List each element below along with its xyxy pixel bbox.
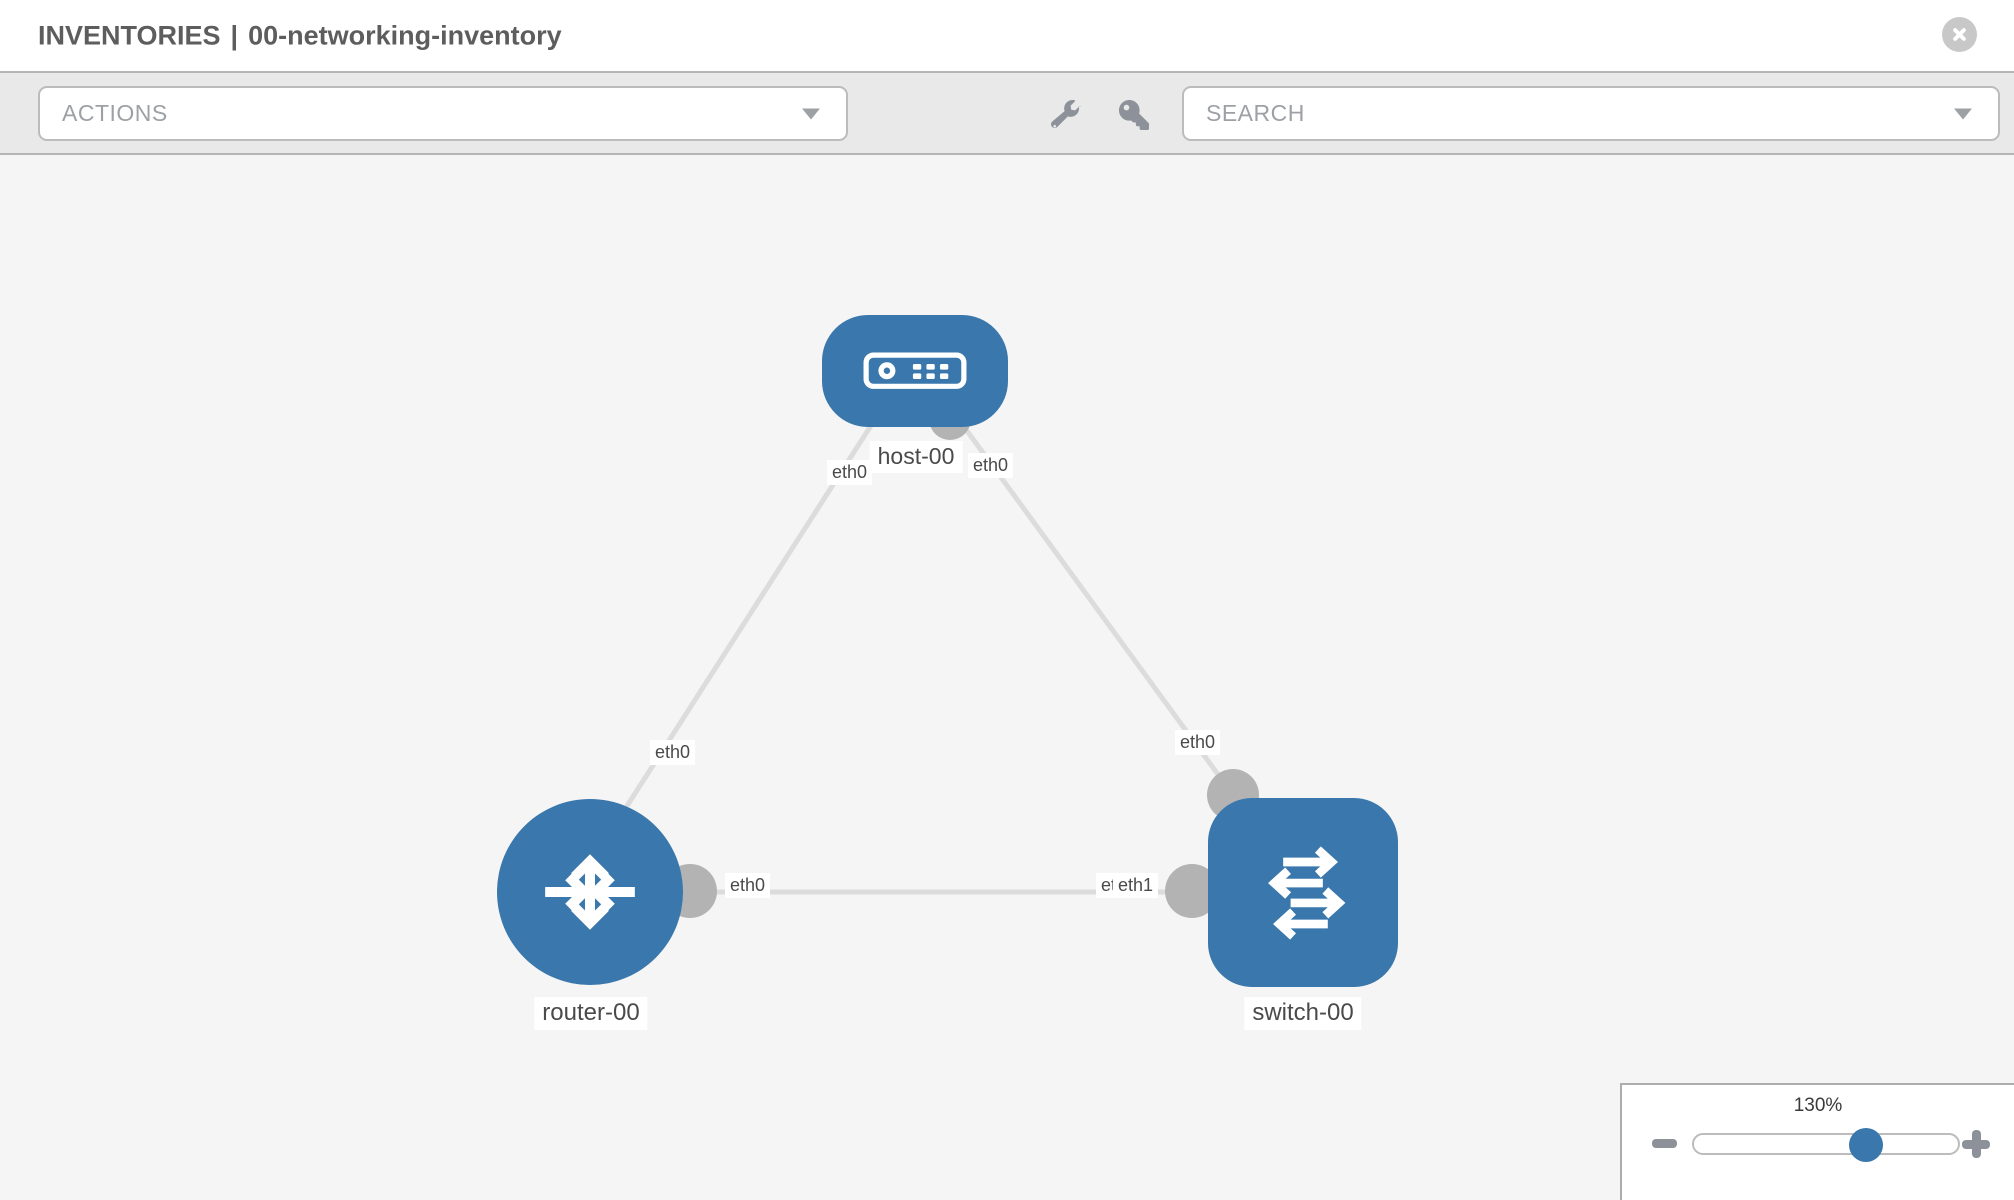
interface-label: eth0: [968, 453, 1014, 478]
interface-label: eth0: [650, 740, 696, 765]
topology-canvas[interactable]: eth0 eth0 eth0 eth0 eth0 eth0 eth1 host-…: [0, 155, 2014, 1200]
chevron-down-icon: [1954, 108, 1972, 119]
interface-dot-switch-left[interactable]: [1165, 864, 1219, 918]
node-label-host: host-00: [869, 441, 963, 473]
zoom-out-icon[interactable]: [1652, 1139, 1677, 1148]
actions-dropdown-label: ACTIONS: [62, 100, 168, 126]
page-title-separator: |: [230, 20, 239, 50]
close-button[interactable]: [1942, 17, 1977, 52]
zoom-in-icon[interactable]: [1962, 1130, 1990, 1158]
switch-icon: [1268, 845, 1346, 940]
configure-button[interactable]: [1050, 99, 1082, 131]
zoom-value: 130%: [1793, 1095, 1843, 1116]
interface-label: eth0: [827, 460, 873, 485]
node-label-switch: switch-00: [1244, 997, 1362, 1030]
wrench-icon: [1051, 100, 1081, 129]
node-router-00[interactable]: [497, 799, 683, 985]
header: INVENTORIES | 00-networking-inventory: [0, 0, 2014, 71]
router-icon: [545, 854, 635, 930]
node-switch-00[interactable]: [1208, 798, 1398, 987]
zoom-panel: 130%: [1620, 1083, 2014, 1200]
page-title-section: INVENTORIES: [38, 20, 221, 50]
node-label-router: router-00: [534, 997, 648, 1030]
credentials-button[interactable]: [1118, 99, 1150, 131]
interface-label: eth0: [1175, 730, 1221, 755]
close-icon: [1953, 28, 1966, 41]
search-dropdown[interactable]: SEARCH: [1182, 86, 2000, 141]
search-dropdown-label: SEARCH: [1206, 100, 1305, 126]
node-host-00[interactable]: [822, 315, 1008, 427]
topology-links-layer: [615, 398, 1259, 918]
interface-label: eth1: [1113, 873, 1159, 898]
toolbar: ACTIONS SEARCH: [0, 71, 2014, 155]
chevron-down-icon: [802, 108, 820, 119]
host-icon: [863, 352, 967, 390]
zoom-slider[interactable]: [1692, 1128, 1960, 1162]
page-title: INVENTORIES | 00-networking-inventory: [38, 20, 562, 51]
actions-dropdown[interactable]: ACTIONS: [38, 86, 848, 141]
interface-label: eth0: [725, 873, 771, 898]
page-title-inventory-name: 00-networking-inventory: [248, 20, 562, 50]
key-icon: [1119, 100, 1149, 130]
zoom-slider-thumb[interactable]: [1849, 1128, 1883, 1162]
